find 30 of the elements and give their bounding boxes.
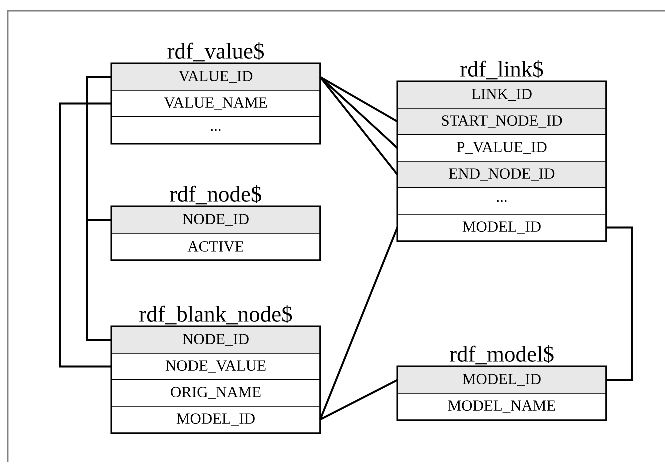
node-label: rdf_link$ (460, 60, 544, 80)
connector-line (606, 226, 633, 382)
connector-line (59, 102, 112, 368)
table-row: ... (398, 188, 606, 215)
connector-line (320, 76, 398, 149)
table-row: NODE_ID (112, 326, 320, 354)
table-row: MODEL_ID (398, 366, 606, 394)
node-label: rdf_value$ (168, 42, 264, 62)
table-row: MODEL_ID (398, 214, 606, 242)
table-row: END_NODE_ID (398, 161, 606, 188)
node-label: rdf_node$ (170, 185, 262, 205)
table-row: MODEL_NAME (398, 393, 606, 420)
connector-line (320, 379, 398, 421)
connector-line (320, 227, 398, 420)
table-row: LINK_ID (398, 82, 606, 109)
table-row: ... (112, 116, 320, 144)
table-row: VALUE_ID (112, 64, 320, 91)
connector-line (86, 76, 112, 342)
table-row: VALUE_NAME (112, 90, 320, 118)
table-row: ORIG_NAME (112, 380, 320, 407)
connector-line (320, 76, 398, 176)
table-row: NODE_VALUE (112, 353, 320, 380)
table-row: START_NODE_ID (398, 108, 606, 136)
table-row: P_VALUE_ID (398, 134, 606, 162)
node-label: rdf_blank_node$ (140, 305, 292, 325)
connector-line (320, 76, 398, 123)
node-label: rdf_model$ (450, 345, 554, 365)
table-row: MODEL_ID (112, 406, 320, 434)
table-row: ACTIVE (112, 233, 320, 260)
table-row: NODE_ID (112, 206, 320, 234)
